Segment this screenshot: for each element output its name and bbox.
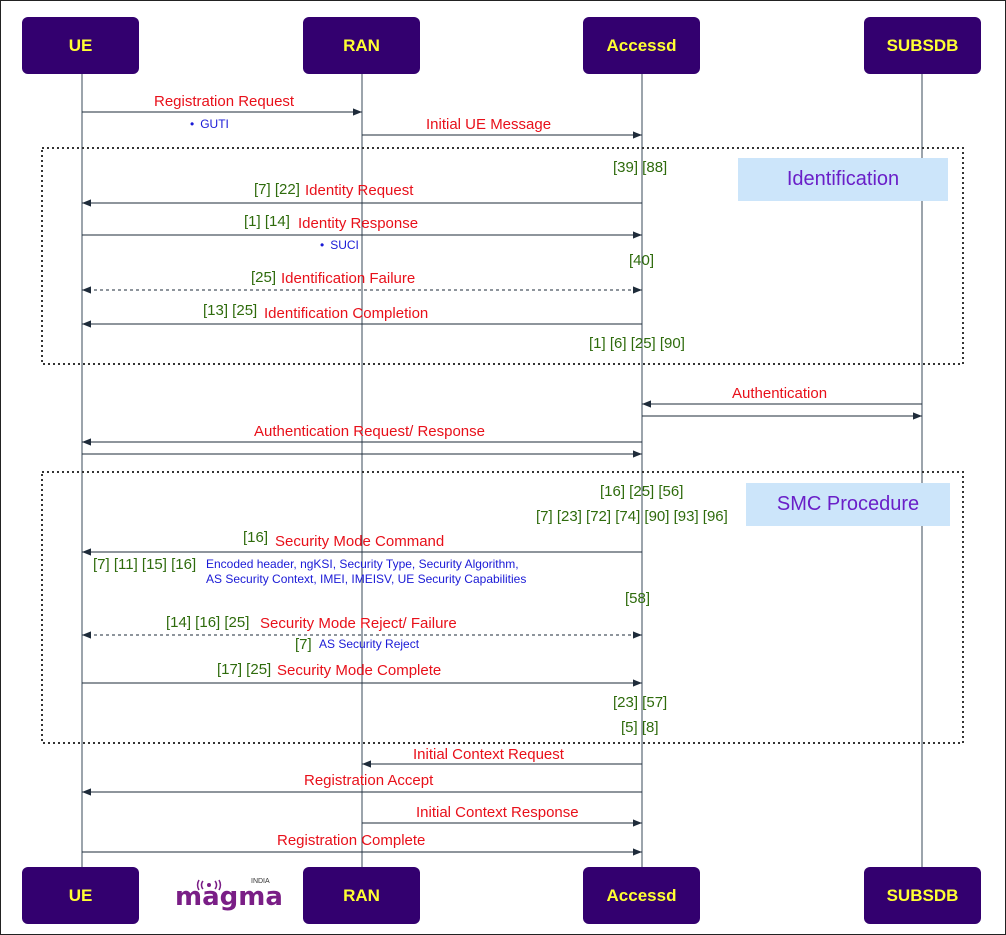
smc-group-title: SMC Procedure xyxy=(746,483,950,526)
actor-subsdb-top: SUBSDB xyxy=(864,17,981,74)
label-smc-details-1: Encoded header, ngKSI, Security Type, Se… xyxy=(206,557,519,571)
label-identification-failure: Identification Failure xyxy=(281,270,416,287)
ref-40: [40] xyxy=(629,252,655,269)
identification-group-title: Identification xyxy=(738,158,948,201)
ref-7-reject: [7] xyxy=(295,636,312,653)
ref-23-57: [23] [57] xyxy=(613,694,668,711)
label-as-security-reject: AS Security Reject xyxy=(319,637,420,651)
actor-ue-top: UE xyxy=(22,17,139,74)
label-security-mode-command: Security Mode Command xyxy=(275,533,445,550)
label-initial-ue-message: Initial UE Message xyxy=(426,116,552,133)
ref-39-88: [39] [88] xyxy=(613,159,668,176)
label-registration-complete: Registration Complete xyxy=(277,832,426,849)
ref-7-22: [7] [22] xyxy=(254,181,300,198)
ref-58: [58] xyxy=(625,590,651,607)
actor-accessd-top: Accessd xyxy=(583,17,700,74)
actor-subsdb-bottom: SUBSDB xyxy=(864,867,981,924)
label-initial-context-request: Initial Context Request xyxy=(413,746,564,763)
label-smc-details-2: AS Security Context, IMEI, IMEISV, UE Se… xyxy=(206,572,527,586)
label-security-mode-reject: Security Mode Reject/ Failure xyxy=(260,615,457,632)
ref-7-23-72-74-90-93-96: [7] [23] [72] [74] [90] [93] [96] xyxy=(536,508,728,525)
logo-subtext: INDIA xyxy=(251,878,270,885)
identification-group-frame xyxy=(41,147,964,365)
label-suci: SUCI xyxy=(320,238,359,253)
ref-1-6-25-90: [1] [6] [25] [90] xyxy=(589,335,685,352)
ref-14-16-25: [14] [16] [25] xyxy=(166,614,250,631)
label-identity-request: Identity Request xyxy=(305,182,414,199)
ref-13-25: [13] [25] xyxy=(203,302,258,319)
label-initial-context-response: Initial Context Response xyxy=(416,804,579,821)
ref-16-smc: [16] xyxy=(243,529,269,546)
actor-ran-top: RAN xyxy=(303,17,420,74)
logo-text: magma xyxy=(175,882,283,912)
actor-accessd-bottom: Accessd xyxy=(583,867,700,924)
label-registration-accept: Registration Accept xyxy=(304,772,434,789)
label-security-mode-complete: Security Mode Complete xyxy=(277,662,442,679)
label-guti: GUTI xyxy=(190,117,229,132)
ref-16-25-56: [16] [25] [56] xyxy=(600,483,684,500)
label-identification-completion: Identification Completion xyxy=(264,305,429,322)
signal-waves-icon xyxy=(196,879,222,891)
ref-7-11-15-16: [7] [11] [15] [16] xyxy=(93,556,197,573)
magma-logo: magma INDIA xyxy=(175,878,283,914)
label-authentication: Authentication xyxy=(732,385,828,402)
label-registration-request: Registration Request xyxy=(154,93,295,110)
ref-25-ident-failure: [25] xyxy=(251,269,277,286)
ref-1-14: [1] [14] xyxy=(244,213,290,230)
actor-ran-bottom: RAN xyxy=(303,867,420,924)
ref-5-8: [5] [8] xyxy=(621,719,659,736)
smc-group-frame xyxy=(41,471,964,744)
actor-ue-bottom: UE xyxy=(22,867,139,924)
label-auth-req-resp: Authentication Request/ Response xyxy=(254,423,485,440)
label-identity-response: Identity Response xyxy=(298,215,419,232)
ref-17-25: [17] [25] xyxy=(217,661,272,678)
